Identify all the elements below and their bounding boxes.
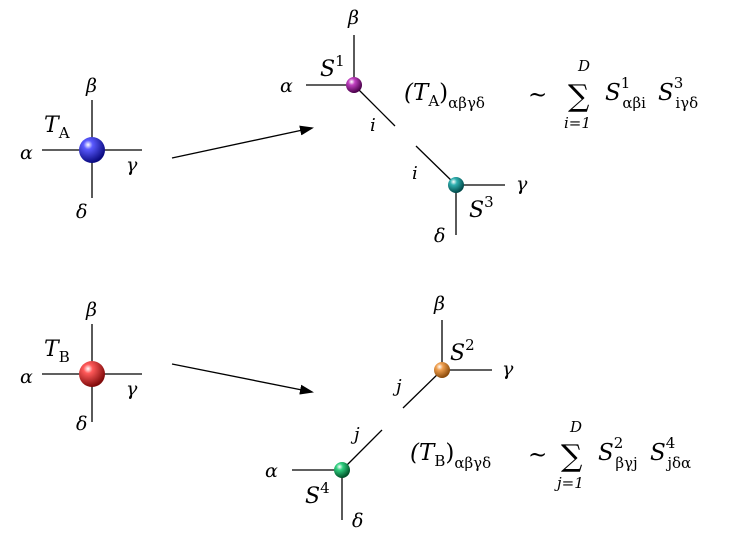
S1-leg-bond-label: i [370,115,376,136]
tensor-A-node [79,137,105,163]
formula-B-sum-lower: j=1 [554,474,584,492]
S4-node [334,462,350,478]
S1-leg-left-label: α [280,75,293,97]
tensor-A-label: TA [44,113,70,142]
tensor-B-node [79,361,105,387]
S3-leg-bond-label: i [412,163,418,184]
S1-node [346,77,362,93]
formula-A-lhs: (TA)αβγδ [404,80,485,112]
S1-label: S1 [320,52,345,82]
formula-A-sum-symbol: ∑ [568,79,590,114]
tensor-A: TA α β γ δ [20,75,142,223]
tensor-A-leg-bottom-label: δ [76,201,87,223]
S3-leg-bond [415,145,457,186]
S4-leg-bond [341,429,383,471]
decomposition-A: S1 α β i S3 i γ δ [280,7,528,247]
S2-leg-bond-label: j [392,376,402,397]
S4-leg-bond-label: j [350,424,360,445]
S3-leg-right-label: γ [516,173,528,195]
decomposition-B: S2 β γ j S4 j α δ [265,293,514,532]
arrow-B [171,363,314,395]
S4-label: S4 [305,479,330,509]
formula-A-sum-lower: i=1 [564,114,591,132]
S1-leg-bond [353,84,396,127]
formula-A-sim: ∼ [528,82,547,108]
S1-leg-top-label: β [347,7,359,29]
tensor-A-leg-top-label: β [85,75,97,97]
arrow-A [171,125,314,159]
S2-leg-right-label: γ [502,358,514,380]
tensor-B-leg-bottom-label: δ [76,413,87,435]
S4-leg-bottom-label: δ [352,510,363,532]
tensor-B-leg-right-label: γ [126,378,138,400]
formula-B-sim: ∼ [528,442,547,468]
formula-B-sum-symbol: ∑ [561,439,583,474]
formula-B-sum-upper: D [569,418,582,436]
S3-label: S3 [469,193,494,223]
S2-leg-top-label: β [433,293,445,315]
tensor-A-leg-left-label: α [20,142,33,164]
S2-label: S2 [450,336,475,366]
S3-node [448,177,464,193]
S4-leg-left-label: α [265,460,278,482]
S3-leg-bottom-label: δ [434,225,445,247]
tensor-A-leg-right-label: γ [126,154,138,176]
formula-A-sum-upper: D [577,57,590,75]
tensor-B: TB α β γ δ [20,299,142,435]
S2-node [434,362,450,378]
tensor-B-label: TB [44,337,70,366]
tensor-B-leg-left-label: α [20,366,33,388]
formula-B-lhs: (TB)αβγδ [410,440,491,472]
tensor-B-leg-top-label: β [85,299,97,321]
S2-leg-bond [402,369,443,409]
